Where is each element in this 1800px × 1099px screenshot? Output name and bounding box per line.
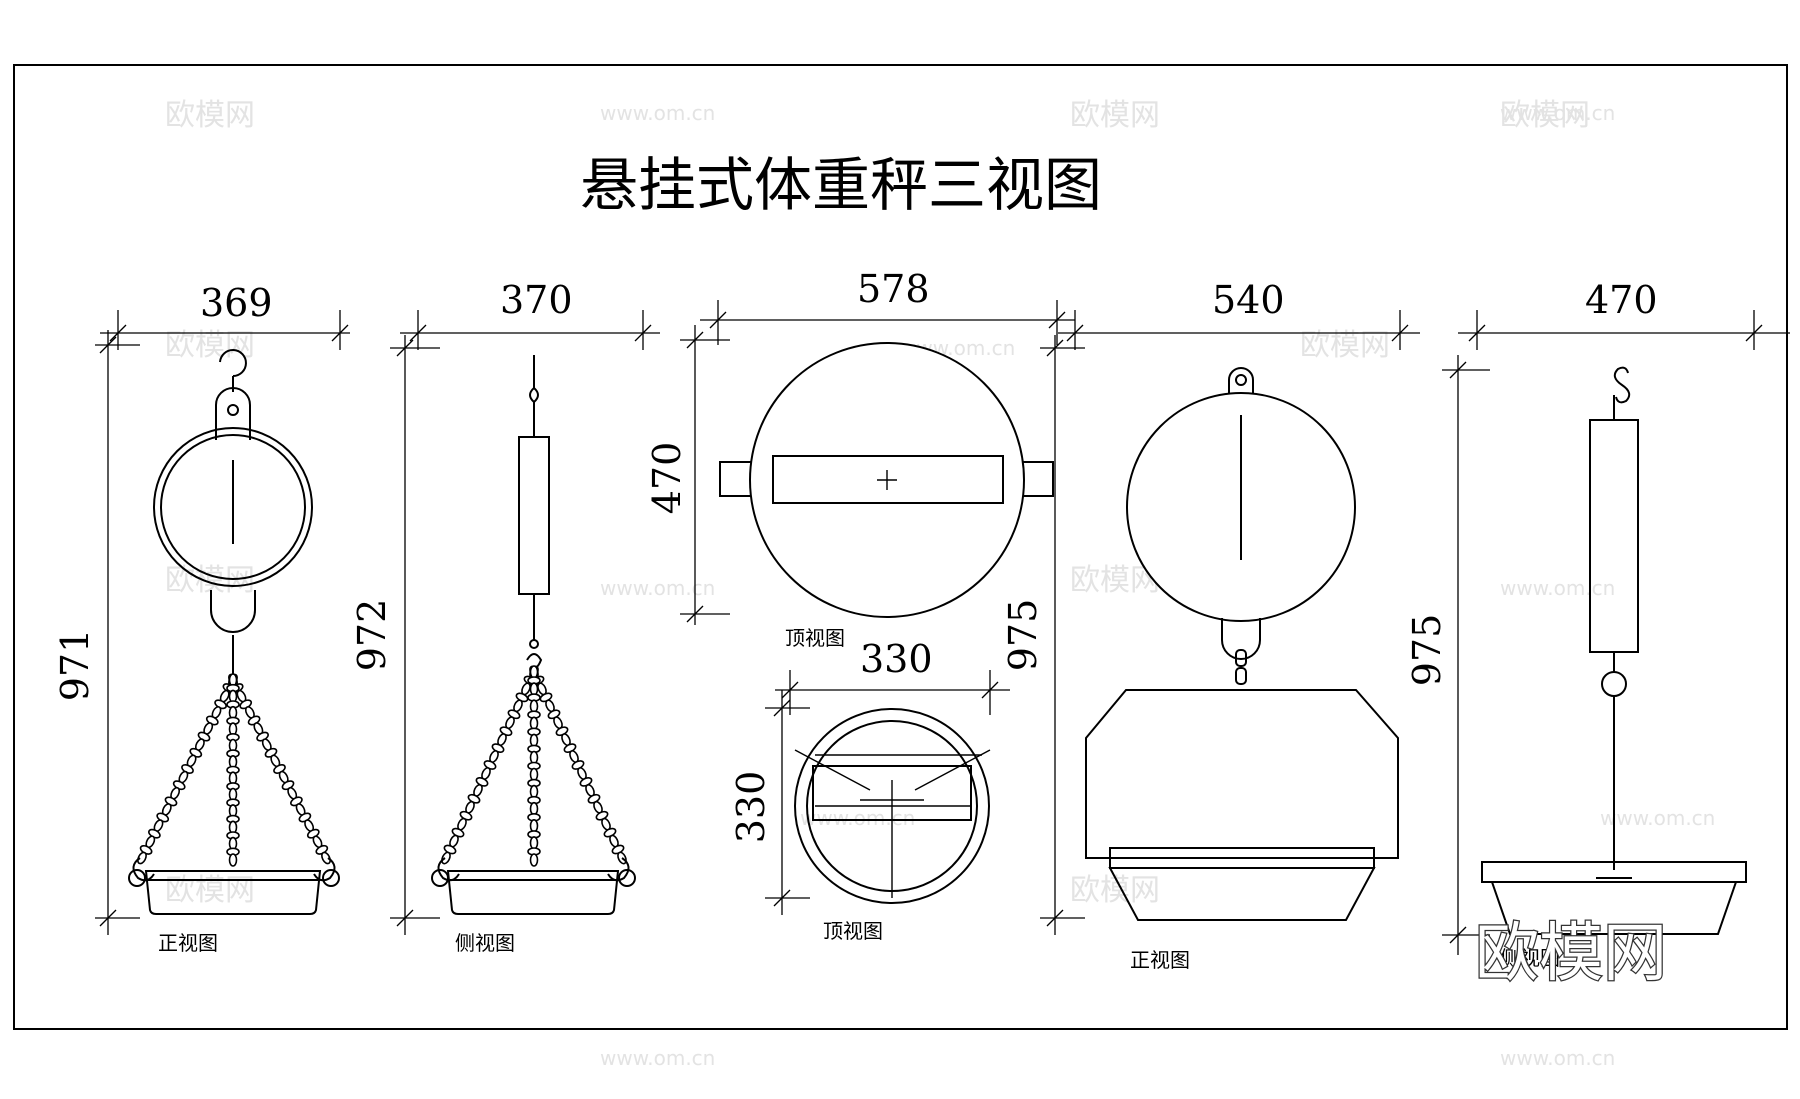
watermark-brand: 欧模网 bbox=[165, 98, 255, 133]
chain-link bbox=[137, 851, 147, 865]
view-3-height-label: 470 bbox=[645, 442, 689, 515]
watermark-brand: 欧模网 bbox=[165, 328, 255, 363]
chain-link bbox=[441, 851, 451, 865]
watermark-url: www.om.cn bbox=[1500, 101, 1615, 125]
watermark-url: www.om.cn bbox=[600, 1046, 715, 1070]
watermark-url: www.om.cn bbox=[1500, 576, 1615, 600]
chain-link bbox=[228, 853, 238, 867]
view-3-height-dimension: 470 bbox=[645, 325, 730, 625]
drawing-title: 悬挂式体重秤三视图 bbox=[580, 151, 1102, 219]
view-2-side: 370 972 侧视图 bbox=[350, 278, 660, 955]
watermark-url: www.om.cn bbox=[1600, 806, 1715, 830]
view-6-height-label: 975 bbox=[1405, 614, 1449, 687]
brand-logo: 欧模网 bbox=[1475, 917, 1667, 991]
chain-link bbox=[529, 853, 539, 867]
view-1-height-dimension: 971 bbox=[53, 330, 140, 935]
view-1-chains bbox=[137, 673, 331, 867]
chain-link bbox=[529, 801, 539, 816]
view-3-top: 578 470 顶视图 bbox=[645, 267, 1075, 650]
view-5-front: 540 975 正视图 bbox=[1001, 278, 1420, 972]
watermark-brand: 欧模网 bbox=[1300, 328, 1390, 363]
view-5-width-label: 540 bbox=[1212, 278, 1285, 322]
view-4-top: 330 330 顶视图 bbox=[729, 637, 1010, 943]
view-4-width-label: 330 bbox=[860, 637, 933, 681]
watermark-url: www.om.cn bbox=[1500, 1046, 1615, 1070]
view-6-caption: 侧视图 bbox=[1500, 946, 1560, 970]
watermark-url: www.om.cn bbox=[800, 806, 915, 830]
view-6-width-dimension: 470 bbox=[1458, 278, 1790, 350]
view-4-height-label: 330 bbox=[729, 771, 773, 844]
chain-link bbox=[321, 851, 331, 865]
view-5-width-dimension: 540 bbox=[1058, 278, 1420, 350]
view-1-front: 369 971 正视图 bbox=[53, 281, 350, 955]
view-6-height-dimension: 975 bbox=[1405, 355, 1490, 955]
view-3-width-dimension: 578 bbox=[700, 267, 1075, 345]
view-2-chains bbox=[441, 665, 627, 867]
view-1-height-label: 971 bbox=[53, 629, 97, 702]
view-3-caption: 顶视图 bbox=[785, 626, 845, 650]
view-2-caption: 侧视图 bbox=[455, 931, 515, 955]
view-2-width-label: 370 bbox=[500, 278, 573, 322]
chain-link bbox=[529, 836, 539, 850]
watermark-url: www.om.cn bbox=[600, 101, 715, 125]
view-3-width-label: 578 bbox=[857, 267, 930, 311]
watermark-brand: 欧模网 bbox=[165, 873, 255, 908]
chain-link bbox=[529, 784, 539, 799]
drawing-frame bbox=[13, 64, 1788, 1030]
view-1-width-dimension: 369 bbox=[100, 281, 350, 350]
view-1-caption: 正视图 bbox=[158, 931, 218, 955]
watermark-url: www.om.cn bbox=[600, 576, 715, 600]
view-5-height-dimension: 975 bbox=[1001, 335, 1085, 935]
view-4-width-dimension: 330 bbox=[775, 637, 1010, 715]
chain-link bbox=[529, 818, 539, 833]
view-6-side: 470 975 侧视图 bbox=[1405, 278, 1790, 970]
view-1-width-label: 369 bbox=[200, 281, 273, 325]
view-2-width-dimension: 370 bbox=[400, 278, 660, 350]
watermark-brand: 欧模网 bbox=[1500, 98, 1590, 133]
view-5-height-label: 975 bbox=[1001, 599, 1045, 672]
view-4-height-dimension: 330 bbox=[729, 690, 810, 915]
view-4-caption: 顶视图 bbox=[823, 919, 883, 943]
chain-link bbox=[529, 767, 539, 782]
watermark-brand: 欧模网 bbox=[1070, 98, 1160, 133]
view-5-caption: 正视图 bbox=[1130, 948, 1190, 972]
view-2-height-label: 972 bbox=[350, 599, 394, 672]
view-2-height-dimension: 972 bbox=[350, 335, 440, 935]
view-6-width-label: 470 bbox=[1585, 278, 1658, 322]
